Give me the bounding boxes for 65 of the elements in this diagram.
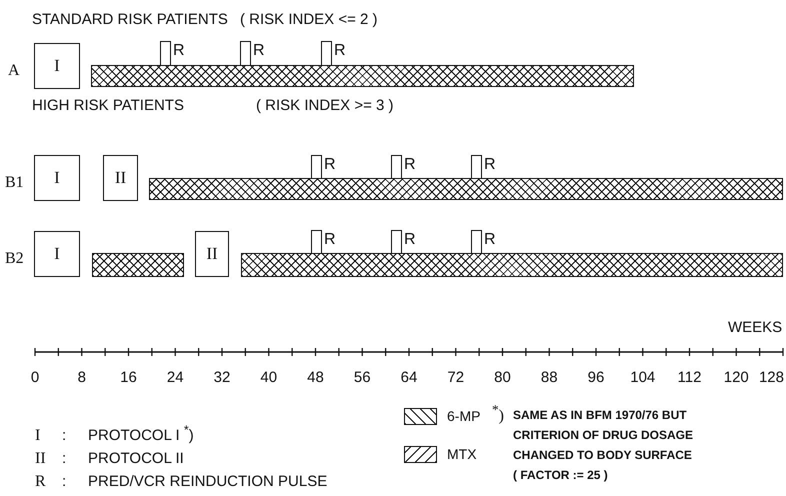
hatched-therapy-bar [149,178,783,200]
hatched-therapy-bar [241,253,783,277]
key-description: PRED/VCR REINDUCTION PULSE [88,474,328,489]
pulse-box [311,230,322,254]
tick-label: 8 [78,370,86,385]
tick-label: 40 [260,370,278,385]
key-description: PROTOCOL I $^{*}$) [88,424,194,443]
tick-label: 16 [120,370,137,385]
hatched-therapy-bar [92,253,184,277]
row-label: A [8,63,20,79]
tick-label: 56 [354,370,371,385]
tick-label: 80 [494,370,511,385]
protocol-box: I [34,155,80,201]
tick-label: 120 [724,370,749,385]
separator-colon: : [62,474,66,489]
pulse-label: R [253,43,265,59]
risk-index-note: ( RISK INDEX >= 3 ) [256,98,394,113]
row-label: B1 [5,175,24,191]
row-label: B2 [5,251,24,267]
pulse-box [321,41,332,66]
footnote-text: SAME AS IN BFM 1970/76 BUT CRITERION OF DRUG DOSAGE CHANGED TO BODY SURFACE ( FACTOR := 25 ) [513,407,694,484]
pulse-label: R [484,232,496,248]
group-heading: HIGH RISK PATIENTS [32,98,184,113]
tick-label: 32 [214,370,230,385]
protocol-box: I [34,43,80,89]
pulse-label: R [324,232,336,248]
pulse-box [471,155,482,179]
tick-label: 104 [630,370,656,385]
protocol-box: I [34,231,80,277]
pulse-box [391,230,402,254]
risk-index-note: ( RISK INDEX <= 2 ) [240,12,378,27]
protocol-box: II [103,155,138,201]
key-symbol: II [35,451,46,467]
tick-label: 96 [588,370,604,385]
tick-label: 72 [447,370,464,385]
pulse-label: R [484,157,496,173]
pulse-box [240,41,251,66]
tick-label: 64 [400,370,418,385]
pulse-label: R [404,232,416,248]
pulse-box [471,230,482,254]
separator-colon: : [62,451,66,466]
hatched-therapy-bar [91,65,634,87]
pulse-box [391,155,402,179]
tick-label: 88 [540,370,558,385]
pulse-label: R [334,43,346,59]
legend-label: MTX [447,447,477,461]
key-symbol: I [35,428,40,444]
tick-label: 24 [166,370,184,385]
tick-label: 48 [307,370,324,385]
footnote-mark: $^{*}$) [492,403,504,424]
group-heading: STANDARD RISK PATIENTS [32,12,228,27]
legend-label: 6-MP [447,409,480,423]
pulse-label: R [324,157,336,173]
pulse-box [160,41,171,66]
key-description: PROTOCOL II [88,451,184,466]
separator-colon: : [62,428,66,443]
axis-title: WEEKS [728,320,782,335]
tick-label: 128 [758,370,784,385]
tick-label: 0 [30,370,40,385]
tick-label: 112 [678,370,702,385]
pulse-box [311,155,322,179]
pulse-label: R [173,43,185,59]
key-symbol: R [35,474,46,490]
pulse-label: R [404,157,416,173]
protocol-box: II [195,231,229,277]
